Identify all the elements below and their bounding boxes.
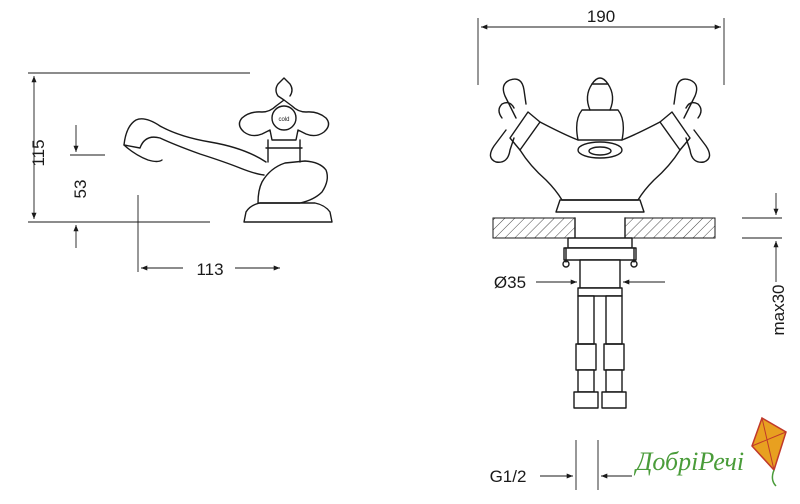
brand-logo: ДобріРечі [633,416,787,487]
front-stem-left [509,111,541,151]
front-spout-outlet [577,141,623,159]
dim-115-label: 115 [29,139,48,166]
front-view: 190 Ø35 max30 G1/2 [477,7,788,490]
front-base [555,199,645,213]
hose-left [573,295,599,409]
side-spout-lip [123,144,163,163]
side-base [243,202,333,223]
nut-upper [567,237,633,249]
front-top-knob [586,77,614,111]
dim-35-label: Ø35 [494,273,526,292]
logo-text: ДобріРечі [633,447,744,476]
side-body [257,160,329,204]
shank-end [577,287,623,297]
nut-plate [563,247,637,261]
dim-190-label: 190 [587,7,615,26]
side-handle-cap [271,105,297,131]
dim-max30-label: max30 [769,284,788,335]
front-spout [575,109,625,141]
side-handle-stem [265,139,303,163]
side-view: cold 115 53 113 [28,72,333,279]
front-handle-right [673,78,711,163]
dim-113-label: 113 [196,260,223,279]
dim-53-label: 53 [71,180,90,199]
hose-right [601,295,627,409]
dim-g12-label: G1/2 [490,467,527,486]
front-handle-left [489,78,527,163]
shank [579,259,621,289]
front-body [519,121,681,201]
side-cross-handle [238,77,330,141]
side-spout [123,118,267,176]
handle-label: cold [278,117,289,123]
front-stem-right [659,111,691,151]
